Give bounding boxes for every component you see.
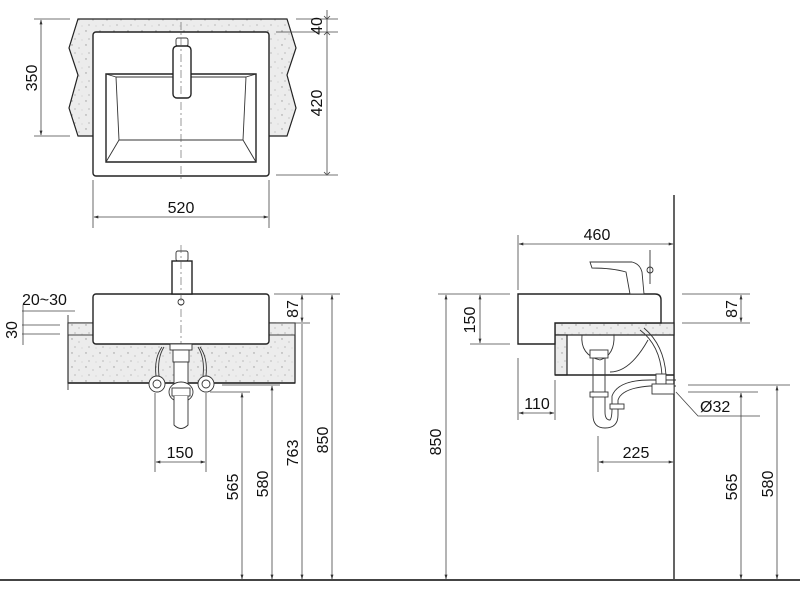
front-view: 20~30 30 87 565 580 763 850 150	[4, 245, 340, 580]
dim-rim-height-front: 850	[315, 427, 332, 454]
dim-wall-offset: 40	[309, 17, 326, 35]
p-trap-side	[589, 349, 676, 429]
side-view: 460 150 850 87 110 225 Ø32 565 580	[428, 195, 790, 580]
supply-valve-side	[609, 327, 675, 395]
dim-underside-height: 763	[285, 440, 302, 467]
drain-trap-front	[168, 343, 194, 429]
dim-supply-height-front: 580	[255, 471, 272, 498]
side-shelf	[554, 322, 675, 336]
dim-depth-in-wall: 350	[24, 65, 41, 92]
faucet-front	[171, 250, 193, 295]
dim-total-depth: 420	[309, 90, 326, 117]
dim-projection: 460	[584, 227, 611, 244]
faucet-top	[172, 37, 192, 99]
dim-rim-height-side: 850	[428, 429, 445, 456]
dim-trap-distance: 225	[623, 445, 650, 462]
faucet-side	[589, 250, 654, 295]
basin-side	[517, 293, 662, 345]
dim-front-inset: 110	[524, 396, 550, 413]
dim-wall-recess: 20~30	[22, 292, 67, 309]
supply-valves-front	[148, 346, 215, 393]
dim-trap-height-side: 565	[724, 474, 741, 501]
dim-trap-height-front: 565	[225, 474, 242, 501]
dim-shelf-thickness: 30	[4, 321, 21, 339]
dim-waste-diameter: Ø32	[700, 399, 730, 416]
top-view: 350 40 420 520	[24, 10, 338, 228]
dim-basin-height-side: 87	[724, 300, 741, 318]
dim-supply-spacing: 150	[167, 445, 194, 462]
dim-supply-height-side: 580	[760, 471, 777, 498]
dim-basin-height-front: 87	[285, 300, 302, 318]
dim-front-height: 150	[462, 307, 479, 334]
dim-width: 520	[168, 200, 195, 217]
